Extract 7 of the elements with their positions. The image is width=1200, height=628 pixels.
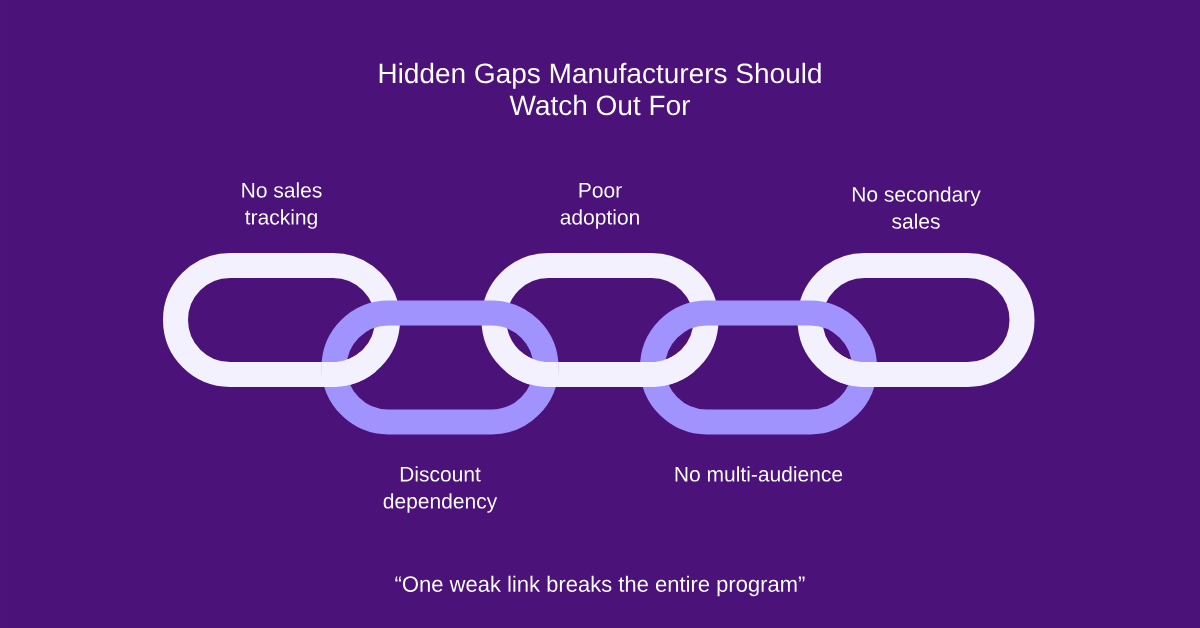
title: Hidden Gaps Manufacturers Should Watch Out For xyxy=(379,62,821,116)
link-label: Poor adoption xyxy=(560,183,639,229)
link-label: No secondary sales xyxy=(852,186,981,229)
link-label: No sales tracking xyxy=(242,182,322,229)
link-label: Discount dependency xyxy=(383,466,498,513)
link-label: No multi-audience xyxy=(675,466,843,482)
caption: “One weak link breaks the entire program” xyxy=(395,575,805,597)
